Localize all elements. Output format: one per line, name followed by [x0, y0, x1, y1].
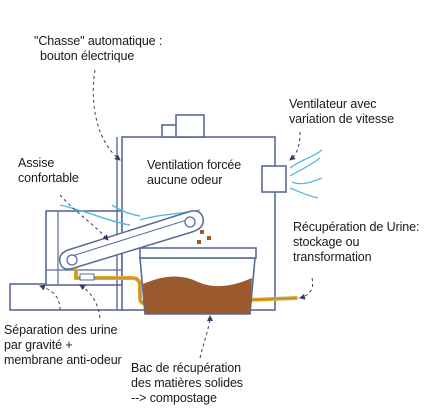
label-recuperation-line3: transformation [293, 250, 372, 264]
label-chasse-line2: bouton électrique [40, 49, 135, 63]
chimney-top [175, 114, 205, 138]
membrane [79, 273, 95, 281]
solid-particles [197, 230, 211, 244]
label-ventilation: Ventilation forcée aucune odeur [147, 158, 241, 188]
leader-lines [39, 69, 314, 359]
label-ventilateur-line1: Ventilateur avec [289, 97, 377, 111]
label-assise-line2: confortable [18, 171, 79, 185]
label-separation-line2: par gravité + [4, 338, 73, 352]
label-recuperation-line2: stockage ou [293, 235, 360, 249]
label-bac-line3: --> compostage [131, 391, 217, 405]
base-platform [9, 283, 127, 311]
airflow-out [289, 149, 323, 199]
label-recuperation-urine: Récupération de Urine: stockage ou trans… [293, 220, 419, 265]
label-ventilateur: Ventilateur avec variation de vitesse [289, 97, 394, 127]
label-assise: Assise confortable [18, 156, 79, 186]
label-ventilation-line1: Ventilation forcée [147, 158, 242, 172]
label-separation: Séparation des urine par gravité + membr… [4, 323, 122, 368]
label-ventilateur-line2: variation de vitesse [289, 112, 395, 126]
label-assise-line1: Assise [18, 156, 55, 170]
label-bac: Bac de récupération des matières solides… [131, 361, 243, 406]
conveyor-belt [58, 210, 205, 270]
label-bac-line1: Bac de récupération [131, 361, 241, 375]
collection-bin [139, 247, 257, 315]
label-separation-line1: Séparation des urine [4, 323, 118, 337]
label-ventilation-line2: aucune odeur [147, 173, 223, 187]
fan-box [261, 165, 287, 193]
label-recuperation-line1: Récupération de Urine: [293, 220, 420, 234]
label-chasse: "Chasse" automatique : bouton électrique [34, 34, 162, 64]
label-separation-line3: membrane anti-odeur [4, 353, 122, 367]
label-bac-line2: des matières solides [131, 376, 243, 390]
label-chasse-line1: "Chasse" automatique : [34, 34, 163, 48]
